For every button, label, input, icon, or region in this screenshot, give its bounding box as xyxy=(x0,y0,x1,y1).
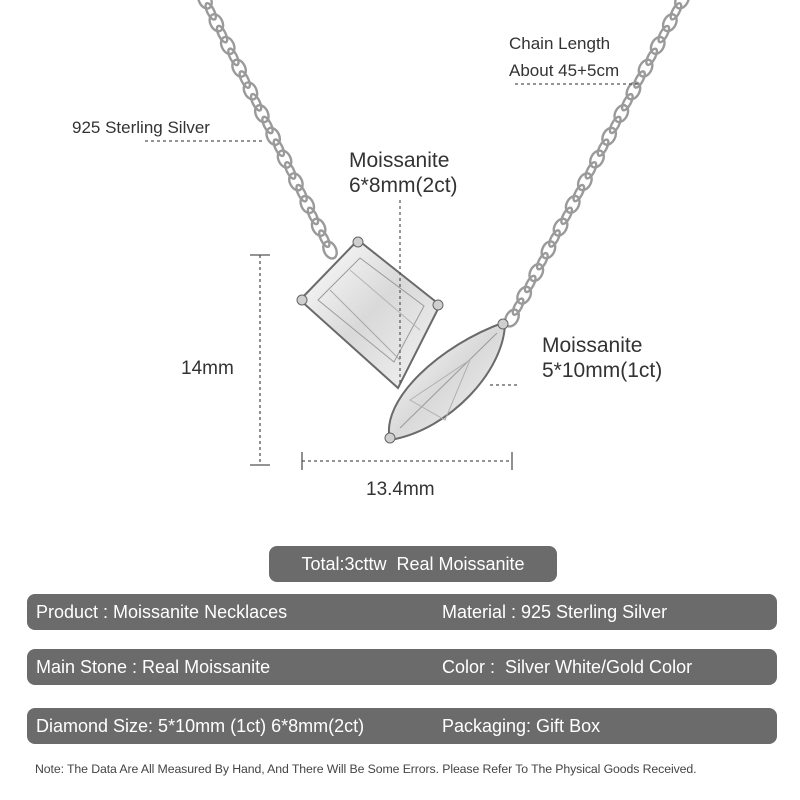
chain-link xyxy=(674,0,690,10)
chain-left xyxy=(197,0,338,260)
chain-link xyxy=(576,172,593,192)
spec-main-stone: Main Stone : Real Moissanite xyxy=(36,657,271,677)
chain-link xyxy=(608,115,622,135)
chain-link xyxy=(523,274,537,294)
marquise-stone xyxy=(384,318,509,444)
chain-link xyxy=(596,138,610,157)
chain-link xyxy=(272,138,286,158)
emerald-cut-stone xyxy=(296,236,444,390)
chain-link xyxy=(249,92,263,112)
chain-link xyxy=(231,58,247,78)
chain-link xyxy=(310,217,327,237)
spec-color: Color : Silver White/Gold Color xyxy=(442,657,693,677)
chain-link xyxy=(219,35,236,56)
chain-link xyxy=(657,24,671,44)
stone2-size: 5*10mm(1ct) xyxy=(542,359,663,382)
chain-link xyxy=(613,103,630,124)
leader-lines xyxy=(145,83,640,386)
chain-link xyxy=(288,172,304,192)
chain-link xyxy=(511,297,525,316)
height-label: 14mm xyxy=(181,358,234,379)
spec-diamond-size: Diamond Size: 5*10mm (1ct) 6*8mm(2ct) xyxy=(36,716,365,736)
chain-link xyxy=(208,13,225,33)
product-photo xyxy=(145,0,690,470)
chain-link xyxy=(516,285,533,305)
chain-link xyxy=(661,13,678,33)
chain-link xyxy=(649,35,666,56)
chain-link xyxy=(204,1,217,21)
chain-link xyxy=(265,126,282,147)
chain-link xyxy=(625,81,642,101)
chain-link xyxy=(552,217,569,237)
total-badge: Total:3cttw Real Moissanite xyxy=(269,546,557,582)
chain-length-title: Chain Length xyxy=(509,34,611,53)
chain-link xyxy=(560,206,574,226)
stone1-size: 6*8mm(2ct) xyxy=(349,174,458,197)
stone2-name: Moissanite xyxy=(542,334,643,357)
chain-link xyxy=(227,47,240,67)
chain-link xyxy=(238,70,252,89)
spec-row: Diamond Size: 5*10mm (1ct) 6*8mm(2ct) Pa… xyxy=(27,708,777,744)
chain-link xyxy=(295,183,308,203)
spec-row: Product : Moissanite Necklaces Material … xyxy=(27,594,777,630)
chain-link xyxy=(253,103,270,124)
spec-packaging: Packaging: Gift Box xyxy=(442,716,601,736)
chain-link xyxy=(564,194,581,215)
stone1-name: Moissanite xyxy=(349,149,450,172)
chain-link xyxy=(645,47,659,67)
chain-link xyxy=(584,161,598,180)
chain-right xyxy=(504,0,690,328)
chain-link xyxy=(261,115,274,135)
chain-link xyxy=(535,251,549,271)
chain-link xyxy=(572,183,586,203)
chain-link xyxy=(318,229,331,249)
spec-product: Product : Moissanite Necklaces xyxy=(36,602,288,622)
chain-link xyxy=(633,70,646,89)
chain-link xyxy=(601,126,618,146)
chain-link xyxy=(215,24,229,44)
chain-link xyxy=(283,161,297,180)
spec-row: Main Stone : Real Moissanite Color : Sil… xyxy=(27,649,777,685)
measurement-note: Note: The Data Are All Measured By Hand,… xyxy=(35,762,697,776)
chain-link xyxy=(242,81,259,101)
chain-link xyxy=(197,0,213,10)
chain-link xyxy=(306,206,320,226)
chain-link xyxy=(620,92,634,112)
chain-link xyxy=(299,194,316,215)
chain-length-value: About 45+5cm xyxy=(509,61,620,80)
chain-link xyxy=(669,2,683,21)
spec-material: Material : 925 Sterling Silver xyxy=(442,602,668,622)
chain-link xyxy=(540,240,557,260)
chain-link xyxy=(276,149,293,169)
chain-link xyxy=(528,262,545,283)
chain-link xyxy=(589,149,605,169)
chain-link xyxy=(637,58,654,78)
width-label: 13.4mm xyxy=(366,479,435,500)
chain-link xyxy=(548,229,561,248)
chain-link xyxy=(322,240,338,260)
metal-label: 925 Sterling Silver xyxy=(72,118,210,137)
